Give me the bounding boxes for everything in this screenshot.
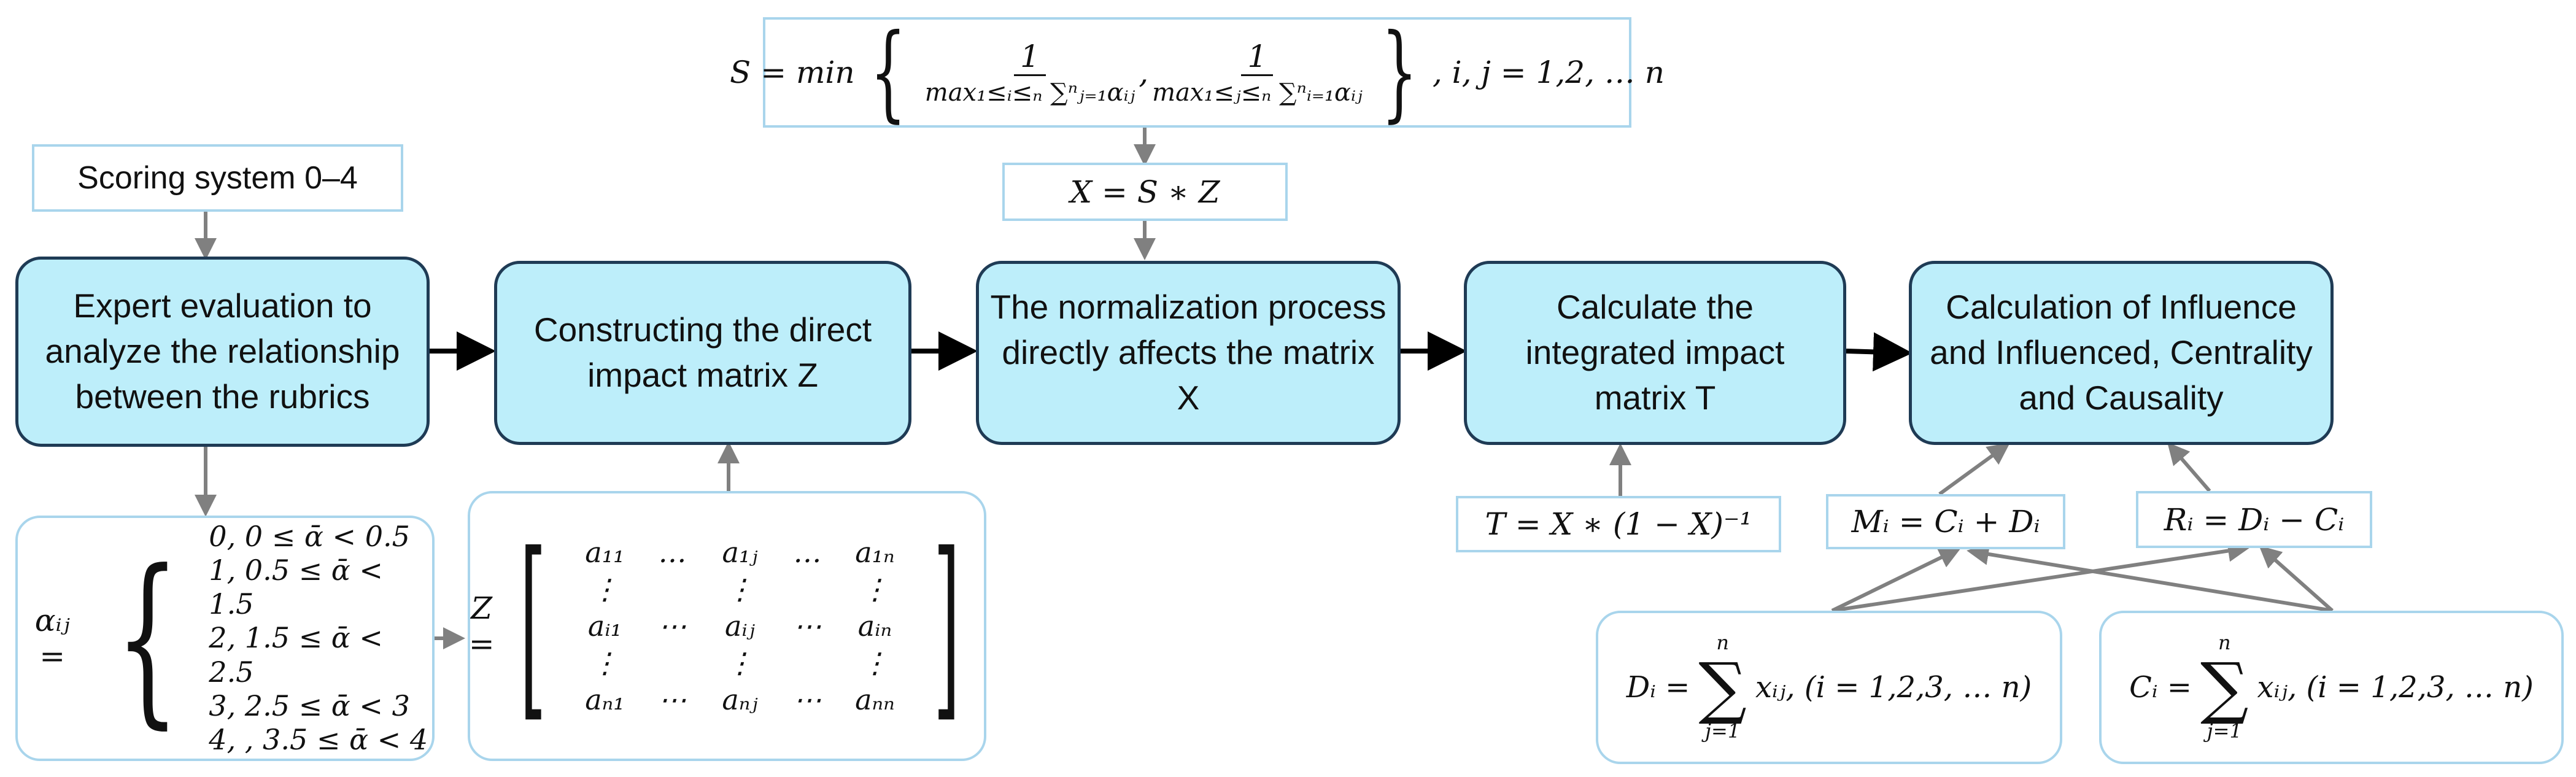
z-matrix-cell: aₙₙ	[855, 683, 895, 716]
z-matrix-cell: aᵢⱼ	[725, 609, 755, 643]
z-matrix-cell: …	[658, 536, 687, 569]
c-formula-sigma-top: n	[2218, 631, 2231, 655]
c-formula-rhs: xᵢⱼ, (i = 1,2,3, … n)	[2257, 670, 2534, 705]
s-formula-tail: , i, j = 1,2, … n	[1432, 55, 1665, 90]
d-formula-sigma-top: n	[1716, 631, 1729, 655]
x-formula: X = S ∗ Z	[1070, 174, 1220, 210]
r-formula: Rᵢ = Dᵢ − Cᵢ	[2164, 501, 2345, 538]
z-matrix-cell: aᵢ₁	[587, 609, 622, 643]
z-matrix-cell: ⋯	[658, 683, 687, 716]
alpha-case-1: 1, 0.5 ≤ ᾱ < 1.5	[209, 554, 383, 621]
alpha-case-0: 0, 0 ≤ ᾱ < 0.5	[209, 519, 410, 553]
d-formula-box: Dᵢ = n ∑ j=1 xᵢⱼ, (i = 1,2,3, … n)	[1596, 611, 2062, 764]
z-matrix-bracket-left: [	[519, 512, 546, 740]
arrow-c-to-m	[1967, 543, 2333, 613]
c-formula-sigma: n ∑ j=1	[2200, 633, 2249, 741]
c-formula-box: Cᵢ = n ∑ j=1 xᵢⱼ, (i = 1,2,3, … n)	[2099, 611, 2564, 764]
c-formula-sigma-symbol: ∑	[2200, 648, 2249, 727]
step-expert-evaluation: Expert evaluation to analyze the relatio…	[15, 257, 430, 447]
z-matrix-cell: aₙⱼ	[722, 683, 758, 716]
s-formula-frac2-num: 1	[1241, 39, 1274, 76]
x-formula-box: X = S ∗ Z	[1002, 163, 1288, 221]
m-formula: Mᵢ = Cᵢ + Dᵢ	[1851, 504, 2040, 539]
r-formula-box: Rᵢ = Dᵢ − Cᵢ	[2136, 491, 2372, 548]
step-4-label: Calculate the integrated impact matrix T	[1525, 288, 1785, 417]
step-2-label: Constructing the direct impact matrix Z	[533, 311, 872, 394]
arrow-r-to-step5	[2167, 442, 2211, 492]
z-matrix-cell: ⋯	[793, 683, 822, 716]
s-formula-brace-left: {	[869, 12, 907, 133]
z-matrix-cell: a₁ₙ	[855, 536, 895, 569]
s-formula-frac2-den: max₁≤ⱼ≤ₙ ∑ⁿᵢ₌₁αᵢⱼ	[1152, 78, 1363, 107]
alpha-formula-brace: {	[115, 531, 180, 745]
s-formula-box: S = min { 1 max₁≤ᵢ≤ₙ ∑ⁿⱼ₌₁αᵢⱼ , 1 max₁≤ⱼ…	[730, 12, 1665, 133]
d-formula-rhs: xᵢⱼ, (i = 1,2,3, … n)	[1755, 670, 2032, 705]
s-formula-fraction-1: 1 max₁≤ᵢ≤ₙ ∑ⁿⱼ₌₁αᵢⱼ	[925, 39, 1135, 107]
z-matrix-cell: ⋮	[725, 646, 754, 679]
s-formula-fraction-2: 1 max₁≤ⱼ≤ₙ ∑ⁿᵢ₌₁αᵢⱼ	[1152, 39, 1362, 107]
s-formula-lhs: S = min	[730, 55, 855, 90]
arrow-step4-to-step5	[1846, 332, 1913, 372]
z-matrix-box: Z = [ a₁₁…a₁ⱼ…a₁ₙ⋮⋮⋮aᵢ₁⋯aᵢⱼ⋯aᵢₙ⋮⋮⋮aₙ₁⋯aₙ…	[468, 491, 986, 761]
z-matrix-cell: ⋮	[590, 646, 619, 679]
step-influence-centrality-causality: Calculation of Influence and Influenced,…	[1909, 261, 2334, 445]
d-formula-sigma-bottom: j=1	[1705, 719, 1741, 743]
z-matrix-cell: ⋯	[793, 609, 822, 643]
alpha-formula-box: αᵢⱼ = { 0, 0 ≤ ᾱ < 0.5 1, 0.5 ≤ ᾱ < 1.5 …	[15, 516, 435, 761]
alpha-formula-cases: 0, 0 ≤ ᾱ < 0.5 1, 0.5 ≤ ᾱ < 1.5 2, 1.5 ≤…	[209, 520, 432, 757]
z-matrix-cell	[773, 573, 841, 606]
z-matrix-cell: ⋯	[658, 609, 687, 643]
alpha-case-2: 2, 1.5 ≤ ᾱ < 2.5	[209, 621, 383, 689]
d-formula-lhs: Dᵢ =	[1626, 670, 1690, 705]
scoring-system-label: Scoring system 0–4	[77, 160, 358, 196]
z-matrix-grid: a₁₁…a₁ⱼ…a₁ₙ⋮⋮⋮aᵢ₁⋯aᵢⱼ⋯aᵢₙ⋮⋮⋮aₙ₁⋯aₙⱼ⋯aₙₙ	[571, 536, 908, 716]
alpha-case-4: 4, , 3.5 ≤ ᾱ < 4	[209, 722, 428, 756]
d-formula-sigma-symbol: ∑	[1698, 648, 1747, 727]
z-matrix-cell: aₙ₁	[585, 683, 625, 716]
z-matrix-cell: ⋮	[590, 573, 619, 606]
step-direct-impact-matrix: Constructing the direct impact matrix Z	[494, 261, 911, 445]
z-matrix-cell: ⋮	[725, 573, 754, 606]
alpha-formula-lhs: αᵢⱼ =	[34, 603, 70, 674]
z-matrix-cell: a₁₁	[585, 536, 625, 569]
arrow-d-to-r	[1831, 539, 2250, 613]
arrow-m-to-step5	[1938, 443, 2010, 496]
z-matrix-cell: aᵢₙ	[857, 609, 892, 643]
t-formula: T = X ∗ (1 − X)⁻¹	[1485, 506, 1752, 542]
z-matrix-cell	[638, 573, 706, 606]
s-formula-brace-right: }	[1380, 12, 1418, 133]
z-matrix-bracket-right: ]	[934, 512, 961, 740]
d-formula-sigma: n ∑ j=1	[1698, 633, 1747, 741]
step-5-label: Calculation of Influence and Influenced,…	[1930, 288, 2313, 417]
z-matrix-lhs: Z =	[468, 590, 495, 662]
s-formula-frac1-num: 1	[1014, 39, 1046, 76]
step-integrated-impact-matrix: Calculate the integrated impact matrix T	[1464, 261, 1846, 445]
z-matrix-cell: ⋮	[861, 573, 889, 606]
z-matrix-cell: a₁ⱼ	[722, 536, 758, 569]
z-matrix-cell	[773, 646, 841, 679]
m-formula-box: Mᵢ = Cᵢ + Dᵢ	[1826, 494, 2065, 549]
arrow-c-to-r	[2259, 546, 2334, 613]
s-formula-comma: ,	[1139, 55, 1149, 90]
arrow-d-to-m	[1831, 547, 1962, 613]
s-formula-frac1-den: max₁≤ᵢ≤ₙ ∑ⁿⱼ₌₁αᵢⱼ	[924, 78, 1135, 107]
scoring-system-box: Scoring system 0–4	[32, 144, 403, 212]
c-formula-sigma-bottom: j=1	[2207, 719, 2242, 743]
step-1-label: Expert evaluation to analyze the relatio…	[45, 287, 400, 416]
step-normalization: The normalization process directly affec…	[976, 261, 1401, 445]
step-3-label: The normalization process directly affec…	[990, 288, 1387, 417]
z-matrix-cell: ⋮	[861, 646, 889, 679]
c-formula-lhs: Cᵢ =	[2129, 670, 2192, 705]
z-matrix-cell	[638, 646, 706, 679]
alpha-case-3: 3, 2.5 ≤ ᾱ < 3	[209, 689, 410, 722]
t-formula-box: T = X ∗ (1 − X)⁻¹	[1456, 496, 1781, 552]
z-matrix-cell: …	[793, 536, 822, 569]
